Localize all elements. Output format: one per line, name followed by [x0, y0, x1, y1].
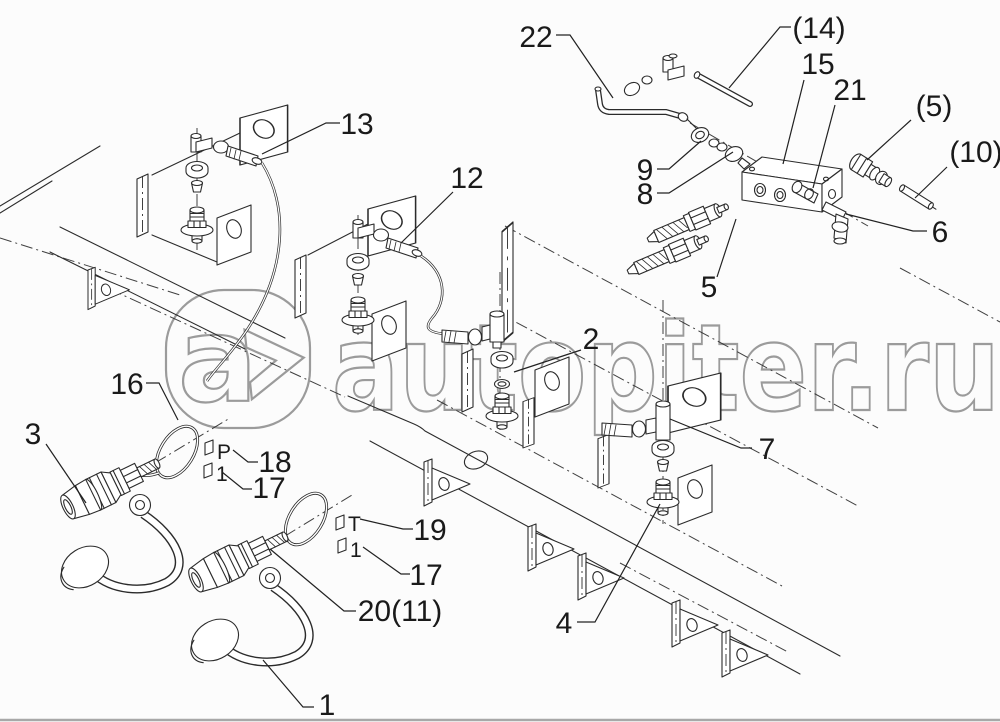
port-label-1b: 1	[337, 537, 362, 562]
callout-12: 12	[400, 162, 484, 244]
callout-10p: (10)	[914, 136, 1000, 199]
chevron-icon	[243, 327, 306, 402]
watermark-logo: a	[164, 288, 312, 430]
callout-18: 18	[232, 446, 292, 479]
svg-text:20(11): 20(11)	[358, 595, 443, 628]
svg-text:8: 8	[637, 178, 654, 211]
callout-5: 5	[701, 218, 737, 304]
svg-text:(10): (10)	[949, 136, 1000, 169]
callout-13: 13	[261, 108, 374, 155]
svg-text:22: 22	[519, 21, 552, 54]
callout-5p: (5)	[866, 90, 953, 161]
watermark: a autopiter.ru	[164, 288, 1000, 440]
parts	[51, 53, 937, 671]
port-label-p: P	[204, 439, 231, 464]
svg-text:7: 7	[759, 433, 776, 466]
assembly-couplers	[51, 417, 353, 671]
svg-text:(14): (14)	[792, 12, 845, 45]
assembly-12	[341, 215, 445, 336]
assembly-13	[180, 128, 282, 382]
callout-3: 3	[25, 418, 87, 504]
svg-text:19: 19	[413, 514, 446, 547]
svg-text:2: 2	[583, 323, 600, 356]
callout-1: 1	[262, 659, 336, 722]
svg-text:13: 13	[340, 108, 373, 141]
svg-text:3: 3	[25, 418, 42, 451]
svg-text:21: 21	[833, 74, 866, 107]
svg-text:6: 6	[932, 216, 949, 249]
callout-9: 9	[637, 140, 702, 187]
callout-20-11: 20(11)	[269, 548, 443, 628]
callout-14: (14)	[728, 12, 846, 89]
callout-22: 22	[519, 21, 614, 99]
callout-6: 6	[845, 213, 949, 249]
port-labels: P 1 T 1	[203, 439, 362, 562]
svg-text:1: 1	[216, 463, 228, 486]
svg-text:12: 12	[450, 162, 483, 195]
svg-text:1: 1	[319, 689, 336, 722]
callout-2: 2	[513, 323, 600, 373]
svg-text:15: 15	[801, 48, 834, 81]
svg-text:4: 4	[556, 607, 573, 640]
svg-text:9: 9	[637, 154, 654, 187]
svg-text:17: 17	[409, 559, 442, 592]
callouts: 22 (14) 15 21 (5) (10) 6 13	[25, 12, 1000, 722]
coupler-3	[55, 446, 167, 526]
port-label-1a: 1	[203, 462, 228, 486]
svg-text:18: 18	[258, 446, 291, 479]
svg-text:5: 5	[701, 271, 718, 304]
callout-19: 19	[359, 514, 447, 547]
callout-15: 15	[782, 48, 835, 165]
callout-17a: 17	[221, 471, 286, 505]
assembly-top-manifold	[594, 53, 937, 282]
callout-8: 8	[637, 151, 734, 211]
watermark-logo-letter: a	[178, 291, 258, 429]
assembly-7	[601, 300, 680, 524]
svg-text:1: 1	[350, 539, 362, 562]
svg-text:P: P	[217, 441, 231, 464]
callout-21: 21	[812, 74, 867, 189]
svg-text:(5): (5)	[916, 90, 953, 123]
callout-7: 7	[669, 418, 776, 466]
callout-16: 16	[110, 368, 179, 421]
callout-17b: 17	[362, 546, 443, 592]
callout-4: 4	[556, 503, 661, 640]
svg-text:T: T	[348, 513, 361, 536]
svg-text:16: 16	[110, 368, 143, 401]
assembly-2	[441, 272, 519, 430]
port-label-t: T	[335, 513, 361, 536]
svg-text:17: 17	[252, 472, 285, 505]
